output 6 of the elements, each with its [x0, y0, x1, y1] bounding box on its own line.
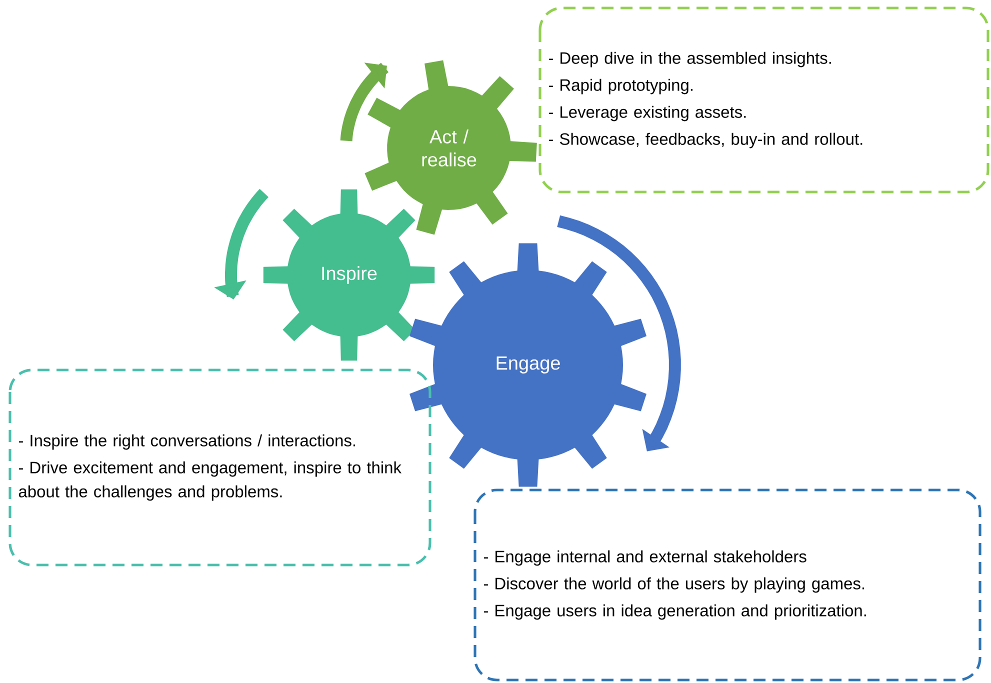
gear: Act / realise — [364, 60, 537, 235]
dashed-text-box: - Inspire the right conversations / interactions. - Drive excitement and engagement, inspire to think about the challenges and problems. — [8, 368, 432, 566]
dashed-text-box: - Engage internal and external stakeholders - Discover the world of the users by playing games. - Engage users in idea generation and prioritization. — [474, 488, 982, 682]
dashed-text-box: - Deep dive in the assembled insights. - Rapid prototyping. - Leverage existing assets. - Showcase, feedbacks, buy-in and rollout. — [538, 6, 990, 194]
gear: Inspire — [263, 189, 435, 361]
gear: Engage — [410, 243, 646, 487]
